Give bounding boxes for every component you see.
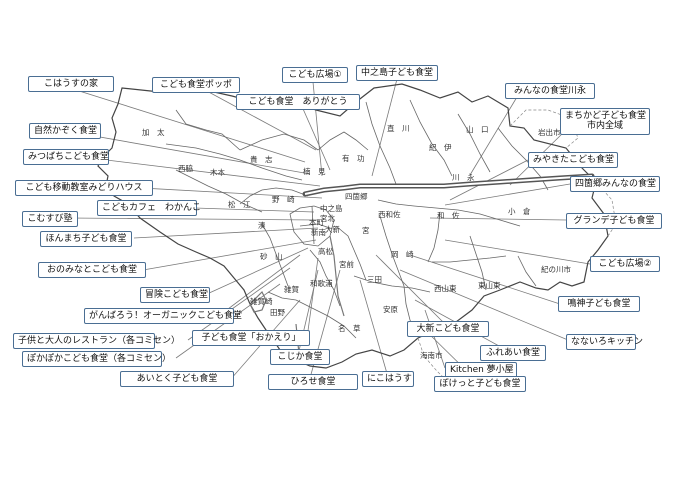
district-nakanoshima: 中之島 — [320, 204, 343, 213]
label-kojika: こじか食堂 — [270, 349, 330, 366]
district-honmachi: 本町 — [309, 218, 324, 227]
label-kodomo-to-otona: 子供と大人のレストラン（各コミセン） — [13, 333, 180, 350]
district-nishiwasa: 西和佐 — [378, 210, 401, 219]
label-shikago: 四箇郷みんなの食堂 — [570, 176, 660, 193]
label-machikado-area: 市内全域 — [586, 121, 623, 132]
city-boundary — [97, 83, 609, 369]
district-nishisando: 西山東 — [434, 284, 457, 293]
district-sunayama: 砂 山 — [260, 252, 283, 261]
district-borders — [165, 99, 549, 339]
label-midori-house: こども移動教室みどりハウス — [15, 180, 153, 197]
label-miyakita: みやきたこども食堂 — [528, 152, 618, 169]
label-arigatou: こども食堂 ありがとう — [236, 94, 360, 111]
label-kodomo-hiroba-2: こども広場② — [590, 256, 660, 273]
district-higashisando: 東山東 — [478, 281, 501, 290]
label-honmachi: ほんまち子ども食堂 — [40, 231, 132, 248]
district-kusumi: 楠 見 — [303, 167, 326, 176]
label-kawanaga: みんなの食堂川永 — [505, 83, 595, 100]
label-kohausu: こはうすの家 — [28, 76, 114, 93]
district-okazaki: 岡 崎 — [391, 250, 414, 259]
label-bouken: 冒険こども食堂 — [140, 287, 210, 304]
district-kainan: 海南市 — [420, 351, 443, 360]
district-isao: 有 功 — [342, 154, 365, 163]
district-miyamae: 宮前 — [339, 260, 354, 269]
label-ganbarou-organic: がんばろう！オーガニックこども食堂 — [84, 308, 242, 325]
district-yasuhara: 安原 — [383, 305, 398, 314]
label-kodomo-hiroba-1: こども広場① — [282, 67, 348, 84]
district-minato: 湊 — [258, 221, 266, 230]
label-fureai: ふれあい食堂 — [480, 345, 546, 362]
label-okaeri: 子ども食堂「おかえり」 — [192, 330, 310, 347]
district-takamatsu: 高松 — [318, 247, 333, 256]
district-nokogawa: 直 川 — [387, 124, 410, 133]
label-mitsubachi: みつばちこども食堂 — [23, 149, 109, 166]
district-kimoto: 木本 — [210, 168, 225, 177]
district-matsue: 松 江 — [228, 200, 251, 209]
district-kii: 紀 伊 — [429, 143, 452, 152]
label-machikado: まちかど子ども食堂 市内全域 — [560, 108, 650, 135]
label-hirose: ひろせ食堂 — [268, 374, 358, 391]
label-oshin: 大新こども食堂 — [407, 321, 489, 338]
label-pocket: ぽけっと子ども食堂 — [434, 376, 526, 393]
label-pokapoka: ぽかぽかこども食堂（各コミセン） — [22, 351, 171, 368]
label-wakanko: こどもカフェ わかんこ — [97, 200, 201, 217]
district-kada: 加 太 — [142, 128, 165, 137]
district-kawanaga: 川 永 — [452, 173, 475, 182]
label-aitoku: あいとく子ども食堂 — [120, 371, 234, 388]
district-nozaki: 野 崎 — [272, 195, 295, 204]
label-narukami: 鳴神子ども食堂 — [558, 296, 640, 313]
district-oshin: 大新 — [325, 225, 340, 234]
district-kishi: 貴 志 — [250, 155, 273, 164]
district-nagusa: 名 草 — [338, 324, 361, 333]
district-tano: 田野 — [270, 308, 285, 317]
label-grande: グランデ子ども食堂 — [566, 213, 662, 230]
label-onominato: おのみなとこども食堂 — [38, 262, 146, 279]
district-saika: 雑賀 — [284, 285, 299, 294]
label-komusubi: こむすび塾 — [22, 211, 78, 228]
district-miya: 宮 — [362, 226, 370, 235]
label-poppo: こども食堂ポッポ — [152, 77, 240, 94]
label-nanairo: なないろキッチン — [566, 334, 643, 351]
district-nishiwaki: 西脇 — [178, 164, 193, 173]
label-nikohausu: にこはうす — [362, 371, 414, 388]
district-saikazaki: 雑賀崎 — [250, 297, 273, 306]
district-wakaura: 和歌浦 — [310, 279, 333, 288]
district-ogura: 小 倉 — [508, 207, 531, 216]
district-miyakita: 宮北 — [320, 214, 335, 223]
district-wasa: 和 佐 — [437, 211, 460, 220]
district-kinokawa: 紀の川市 — [541, 265, 571, 274]
district-iwade: 岩出市 — [538, 128, 561, 137]
district-mita: 三田 — [367, 275, 382, 284]
district-shikago: 四箇郷 — [345, 192, 368, 201]
label-shizen-kazoku: 自然かぞく食堂 — [29, 123, 101, 140]
district-yamaguchi: 山 口 — [466, 125, 489, 134]
label-machikado-name: まちかど子ども食堂 — [565, 111, 647, 121]
district-shinnan: 新南 — [311, 228, 326, 237]
label-nakanoshima: 中之島子ども食堂 — [356, 65, 438, 82]
